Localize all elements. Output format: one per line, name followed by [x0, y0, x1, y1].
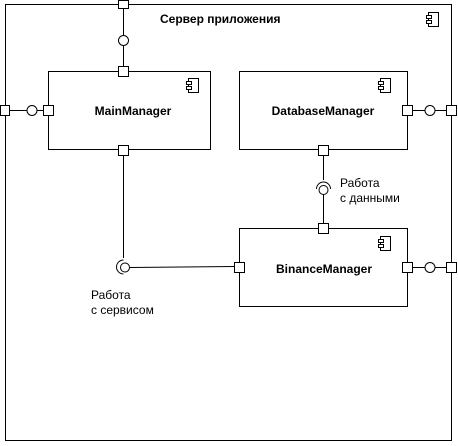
- main-manager-bottom-port: [118, 145, 129, 156]
- binance-manager-top-port: [318, 223, 329, 234]
- left-interface-circle: [26, 105, 38, 116]
- top-port: [118, 0, 129, 9]
- component-icon: [186, 78, 199, 93]
- service-work-label-1: Работа: [91, 288, 131, 302]
- db-right-interface-circle: [424, 105, 436, 116]
- data-ball: [318, 185, 329, 195]
- database-manager-bottom-port: [318, 145, 329, 156]
- main-manager-top-port: [118, 66, 129, 77]
- main-manager-label: MainManager: [95, 104, 172, 118]
- component-icon: [426, 12, 439, 27]
- binance-right-port: [446, 262, 457, 273]
- db-right-port: [446, 105, 457, 116]
- main-manager-left-port: [43, 105, 54, 116]
- service-ball: [120, 262, 130, 273]
- data-work-label-1: Работа: [340, 176, 380, 190]
- data-socket: [316, 181, 331, 190]
- top-interface-circle: [118, 35, 129, 46]
- application-server-frame: [5, 4, 452, 441]
- service-socket: [116, 259, 124, 275]
- component-icon: [378, 78, 391, 93]
- service-work-label-2: с сервисом: [91, 303, 154, 317]
- service-link-horizontal: [129, 266, 235, 268]
- database-manager-right-port: [402, 105, 413, 116]
- database-manager-label: DatabaseManager: [272, 104, 375, 118]
- left-port: [0, 105, 10, 116]
- binance-manager-left-port: [234, 262, 245, 273]
- application-server-title: Сервер приложения: [160, 12, 280, 26]
- binance-manager-right-port: [402, 262, 413, 273]
- component-icon: [378, 236, 391, 251]
- binance-manager-label: BinanceManager: [276, 262, 372, 276]
- binance-right-interface-circle: [424, 262, 436, 273]
- data-work-label-2: с данными: [340, 191, 400, 205]
